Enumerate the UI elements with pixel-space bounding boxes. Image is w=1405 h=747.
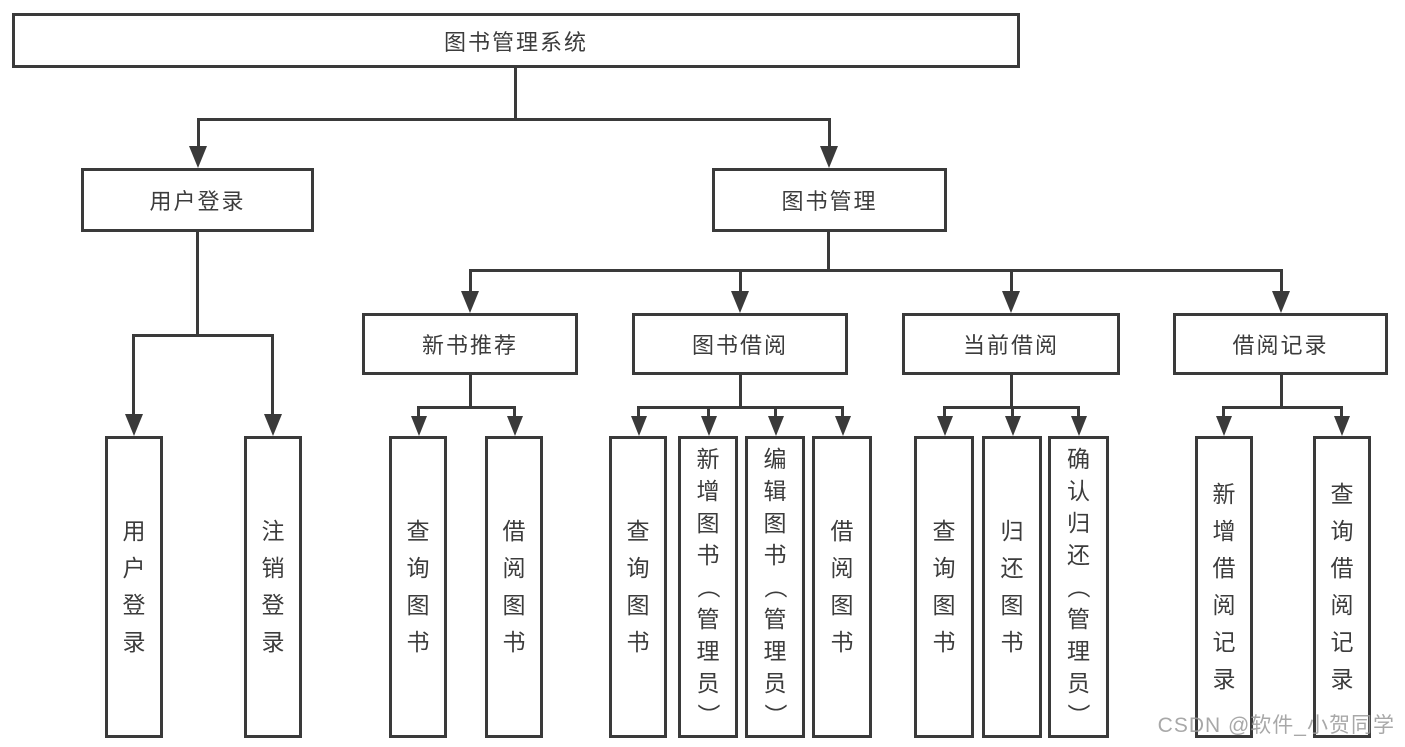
connector-line bbox=[1340, 406, 1343, 418]
arrow-down-icon bbox=[768, 416, 784, 436]
arrow-down-icon bbox=[731, 291, 749, 313]
connector-line bbox=[1280, 269, 1283, 294]
node-book-borrow-label: 图书借阅 bbox=[691, 333, 788, 358]
leaf-borrow-query: 查询图书 bbox=[609, 436, 667, 738]
arrow-down-icon bbox=[1334, 416, 1350, 436]
connector-line bbox=[637, 406, 640, 418]
connector-line bbox=[132, 334, 135, 416]
arrow-down-icon bbox=[264, 414, 282, 436]
arrow-down-icon bbox=[631, 416, 647, 436]
leaf-records-add-label: 新增借阅记录 bbox=[1212, 481, 1236, 692]
connector-line bbox=[1222, 406, 1225, 418]
arrow-down-icon bbox=[461, 291, 479, 313]
connector-line bbox=[513, 406, 516, 418]
connector-userlogin-stem bbox=[196, 230, 199, 337]
connector-line bbox=[271, 334, 274, 416]
arrow-down-icon bbox=[1005, 416, 1021, 436]
node-borrow-records-label: 借阅记录 bbox=[1232, 333, 1329, 358]
arrow-down-icon bbox=[125, 414, 143, 436]
connector-split-level3 bbox=[469, 269, 1282, 272]
connector-records-stem bbox=[1280, 372, 1283, 409]
connector-line bbox=[417, 406, 420, 418]
arrow-down-icon bbox=[411, 416, 427, 436]
arrow-down-icon bbox=[820, 146, 838, 168]
connector-bookmgmt-stem bbox=[827, 230, 830, 272]
connector-split-level2 bbox=[197, 118, 831, 121]
arrow-down-icon bbox=[1216, 416, 1232, 436]
node-borrow-records: 借阅记录 bbox=[1173, 313, 1388, 375]
leaf-logout-label: 注销登录 bbox=[261, 518, 285, 655]
leaf-borrow-query-label: 查询图书 bbox=[626, 518, 650, 655]
leaf-user-login-label: 用户登录 bbox=[122, 518, 146, 655]
arrow-down-icon bbox=[507, 416, 523, 436]
node-user-login-label: 用户登录 bbox=[149, 189, 246, 214]
arrow-down-icon bbox=[835, 416, 851, 436]
connector-line bbox=[828, 118, 831, 148]
leaf-records-add: 新增借阅记录 bbox=[1195, 436, 1253, 738]
node-book-mgmt-label: 图书管理 bbox=[781, 189, 878, 214]
leaf-newbook-query: 查询图书 bbox=[389, 436, 447, 738]
connector-line bbox=[1077, 406, 1080, 418]
leaf-current-return: 归还图书 bbox=[982, 436, 1042, 738]
node-root: 图书管理系统 bbox=[12, 13, 1020, 68]
leaf-borrow-add-label: 新增图书（管理员） bbox=[695, 446, 721, 727]
arrow-down-icon bbox=[189, 146, 207, 168]
connector-line bbox=[707, 406, 710, 418]
node-current-borrow-label: 当前借阅 bbox=[962, 333, 1059, 358]
leaf-borrow-add: 新增图书（管理员） bbox=[678, 436, 738, 738]
leaf-records-query-label: 查询借阅记录 bbox=[1330, 481, 1354, 692]
connector-line bbox=[739, 269, 742, 294]
node-book-mgmt: 图书管理 bbox=[712, 168, 947, 232]
connector-line bbox=[197, 118, 200, 148]
connector-line bbox=[1010, 269, 1013, 294]
connector-current-stem bbox=[1010, 372, 1013, 409]
connector-split-records bbox=[1222, 406, 1343, 409]
leaf-borrow-borrow-label: 借阅图书 bbox=[830, 518, 854, 655]
leaf-newbook-borrow-label: 借阅图书 bbox=[502, 518, 526, 655]
arrow-down-icon bbox=[1071, 416, 1087, 436]
leaf-newbook-query-label: 查询图书 bbox=[406, 518, 430, 655]
connector-newbook-stem bbox=[469, 372, 472, 409]
leaf-current-confirm: 确认归还（管理员） bbox=[1048, 436, 1109, 738]
leaf-logout: 注销登录 bbox=[244, 436, 302, 738]
node-root-label: 图书管理系统 bbox=[443, 29, 588, 55]
csdn-watermark: CSDN @软件_小贺同学 bbox=[1157, 714, 1395, 737]
arrow-down-icon bbox=[1002, 291, 1020, 313]
leaf-current-query-label: 查询图书 bbox=[932, 518, 956, 655]
leaf-borrow-borrow: 借阅图书 bbox=[812, 436, 872, 738]
node-current-borrow: 当前借阅 bbox=[902, 313, 1120, 375]
connector-line bbox=[469, 269, 472, 294]
connector-line bbox=[1011, 406, 1014, 418]
node-new-book-label: 新书推荐 bbox=[421, 333, 518, 358]
leaf-current-query: 查询图书 bbox=[914, 436, 974, 738]
connector-borrow-stem bbox=[739, 372, 742, 409]
arrow-down-icon bbox=[701, 416, 717, 436]
node-new-book: 新书推荐 bbox=[362, 313, 578, 375]
connector-split-newbook bbox=[417, 406, 516, 409]
node-book-borrow: 图书借阅 bbox=[632, 313, 848, 375]
connector-line bbox=[774, 406, 777, 418]
leaf-records-query: 查询借阅记录 bbox=[1313, 436, 1371, 738]
connector-split-borrow bbox=[637, 406, 844, 409]
arrow-down-icon bbox=[937, 416, 953, 436]
leaf-borrow-edit-label: 编辑图书（管理员） bbox=[762, 446, 788, 727]
connector-line bbox=[943, 406, 946, 418]
leaf-newbook-borrow: 借阅图书 bbox=[485, 436, 543, 738]
leaf-current-confirm-label: 确认归还（管理员） bbox=[1065, 446, 1092, 727]
connector-root-stem bbox=[514, 66, 517, 121]
arrow-down-icon bbox=[1272, 291, 1290, 313]
leaf-borrow-edit: 编辑图书（管理员） bbox=[745, 436, 805, 738]
connector-split-userlogin bbox=[132, 334, 274, 337]
node-user-login: 用户登录 bbox=[81, 168, 314, 232]
leaf-user-login: 用户登录 bbox=[105, 436, 163, 738]
leaf-current-return-label: 归还图书 bbox=[1000, 518, 1024, 655]
connector-line bbox=[841, 406, 844, 418]
